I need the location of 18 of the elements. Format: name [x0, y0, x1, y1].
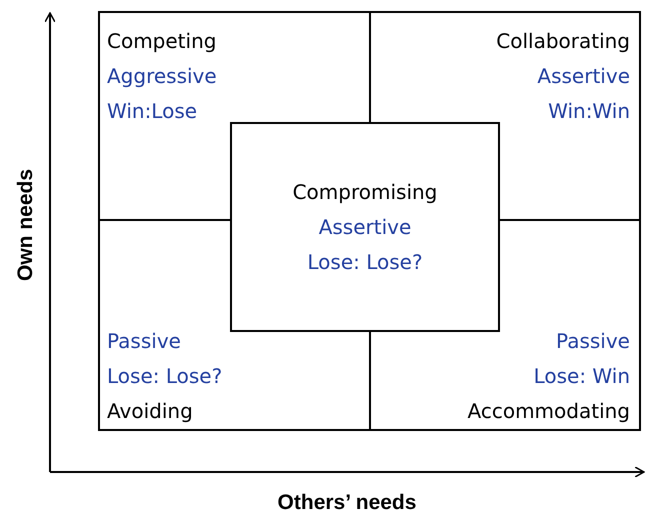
style-description: Lose: Lose?: [307, 248, 423, 276]
style-name: Avoiding: [107, 398, 193, 425]
axis-label: Others’ needs: [278, 491, 416, 515]
style-name: Competing: [107, 28, 216, 55]
style-description: Lose: Lose?: [107, 363, 222, 390]
style-description: Aggressive: [107, 63, 217, 90]
style-description: Passive: [556, 328, 630, 355]
style-description: Passive: [107, 328, 181, 355]
axis-label: Own needs: [14, 168, 38, 282]
style-name: Compromising: [292, 178, 438, 206]
style-description: Assertive: [537, 63, 630, 90]
center-box: [230, 122, 500, 332]
style-description: Win:Win: [548, 98, 630, 125]
style-description: Lose: Win: [534, 363, 630, 390]
style-name: Collaborating: [496, 28, 630, 55]
style-name: Accommodating: [468, 398, 630, 425]
style-description: Win:Lose: [107, 98, 198, 125]
style-description: Assertive: [318, 214, 412, 240]
